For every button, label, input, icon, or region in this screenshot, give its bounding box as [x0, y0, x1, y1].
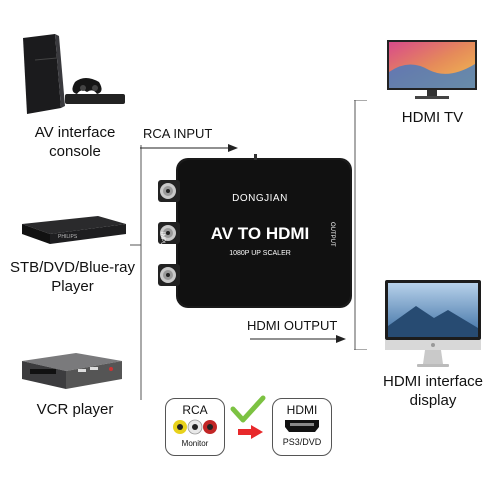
- source-label-console-line2: console: [49, 143, 101, 160]
- monitor-icon: [385, 280, 481, 367]
- output-label-monitor-line1: HDMI interface: [382, 373, 484, 390]
- rca-input-label: RCA INPUT: [143, 126, 213, 141]
- rca-legend-title: RCA: [182, 403, 208, 417]
- tv-icon: [387, 40, 477, 99]
- rca-jack-1: [158, 180, 180, 202]
- rca-legend-caption: Monitor: [181, 439, 209, 448]
- output-arrow: [250, 335, 346, 343]
- source-label-console: AV interface console: [0, 123, 150, 161]
- output-label-tv-line1: HDMI TV: [401, 109, 464, 126]
- converter-subtitle: 1080P UP SCALER: [229, 250, 291, 257]
- converter-input-side: INPUT: [159, 232, 165, 250]
- converter-title: AV TO HDMI: [210, 224, 310, 243]
- source-label-vcr: VCR player: [0, 400, 150, 419]
- output-label-monitor: HDMI interface display: [373, 372, 493, 410]
- source-label-dvd-line1: STB/DVD/Blue-ray: [9, 259, 136, 276]
- rca-connectors-icon: [173, 419, 217, 435]
- hdmi-port-icon: [285, 420, 319, 432]
- vcr-player-image: [16, 345, 126, 393]
- hdmi-monitor-image: [383, 278, 483, 368]
- game-console-image: [15, 30, 130, 120]
- hdmi-tv-image: [385, 38, 480, 100]
- hdmi-legend-caption: PS3/DVD: [282, 437, 322, 447]
- dvd-player-image: PHILIPS: [18, 210, 128, 250]
- rca-legend-box: RCA Monitor: [165, 398, 225, 456]
- converter-box: [158, 150, 358, 315]
- input-arrow: [140, 144, 238, 152]
- hdmi-legend-box: HDMI PS3/DVD: [272, 398, 332, 456]
- vcr-player-icon: [22, 353, 122, 389]
- check-mark-icon: [230, 395, 266, 423]
- hdmi-legend-title: HDMI: [286, 403, 318, 417]
- game-console-icon: [23, 34, 125, 114]
- converter-output-side: OUTPUT: [329, 222, 335, 247]
- source-label-dvd-line2: Player: [51, 278, 94, 295]
- source-bracket: [130, 145, 142, 400]
- converter-brand: DONGJIAN: [232, 193, 288, 204]
- source-label-console-line1: AV interface: [34, 124, 116, 141]
- output-label-monitor-line2: display: [409, 392, 457, 409]
- source-label-vcr-line1: VCR player: [36, 401, 114, 418]
- dvd-brand-text: PHILIPS: [58, 234, 78, 240]
- output-bracket: [354, 100, 367, 350]
- rca-jack-3: [158, 264, 180, 286]
- source-label-dvd: STB/DVD/Blue-ray Player: [0, 258, 145, 296]
- output-label-tv: HDMI TV: [380, 108, 485, 127]
- hdmi-output-label: HDMI OUTPUT: [247, 318, 338, 333]
- red-arrow-icon: [238, 425, 263, 439]
- rca-jack-2: [158, 222, 180, 244]
- dvd-player-icon: PHILIPS: [22, 216, 126, 244]
